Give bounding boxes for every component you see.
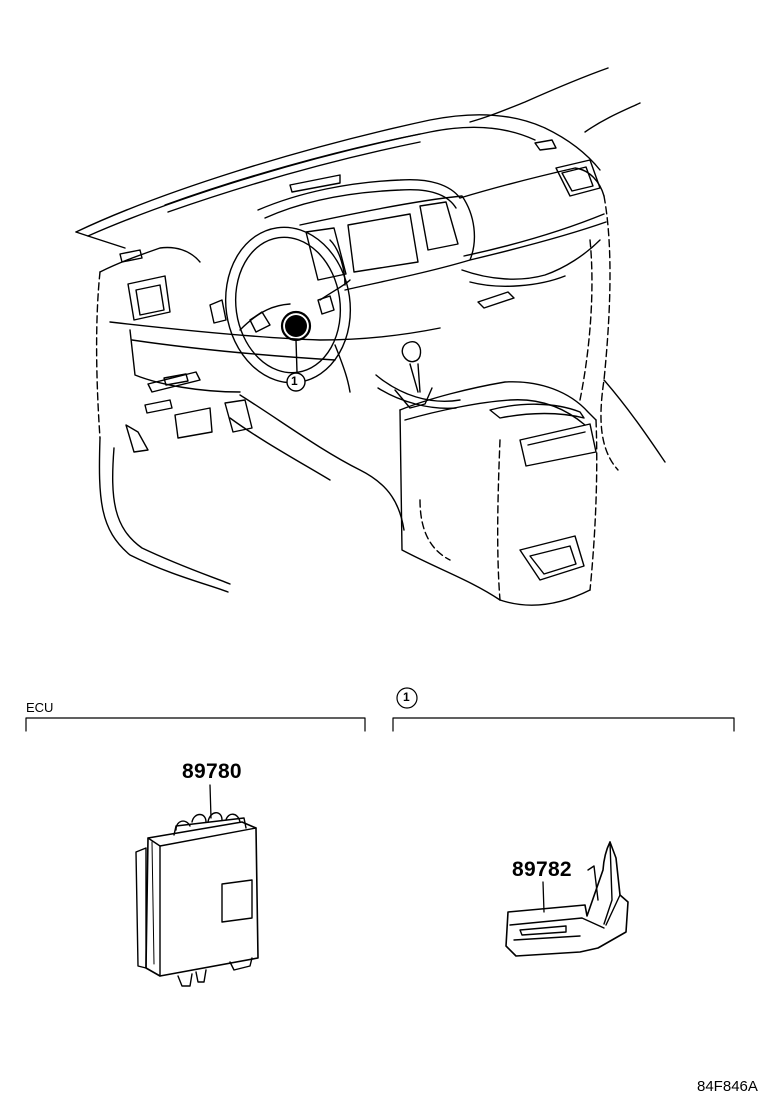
ecu-section-bracket bbox=[25, 717, 366, 732]
section-1-title: 1 bbox=[403, 690, 410, 704]
ecu-section-title: ECU bbox=[26, 700, 54, 715]
callout-number: 1 bbox=[291, 374, 298, 388]
dashboard-illustration bbox=[75, 67, 666, 606]
callout-marker bbox=[286, 339, 306, 392]
part-number-89780: 89780 bbox=[182, 760, 242, 783]
part-number-89782: 89782 bbox=[512, 858, 572, 881]
ecu-module-89780 bbox=[135, 784, 259, 987]
section-1-bracket bbox=[392, 687, 735, 732]
drawing-code: 84F846A bbox=[697, 1078, 758, 1095]
bracket-part-89782 bbox=[505, 841, 629, 957]
